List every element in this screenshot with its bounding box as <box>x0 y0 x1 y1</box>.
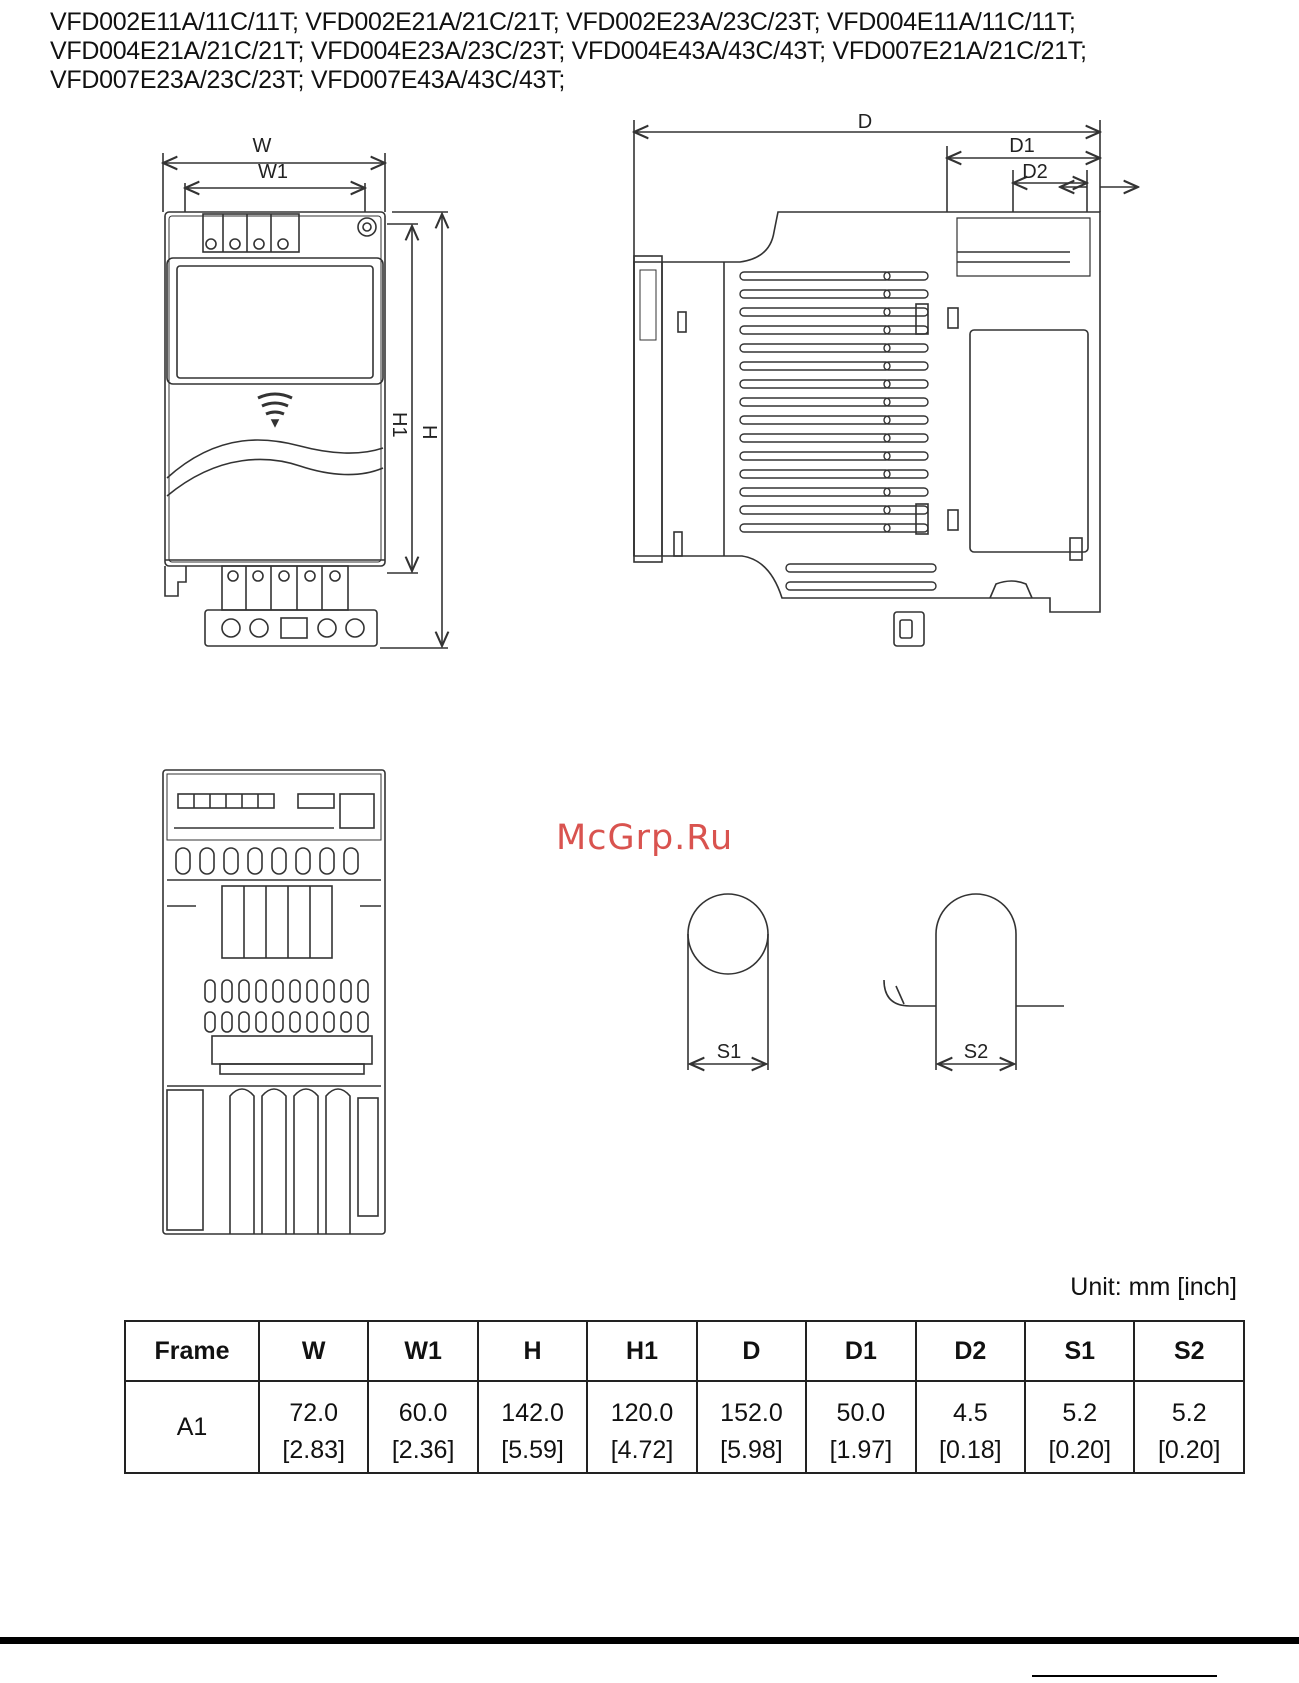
slot-detail <box>687 893 1064 1070</box>
dim-label-w1: W1 <box>258 161 288 183</box>
dim-label-s2: S2 <box>964 1041 988 1063</box>
table-header-row: Frame W W1 H H1 D D1 D2 S1 S2 <box>124 1320 1245 1382</box>
model-list: VFD002E11A/11C/11T; VFD002E21A/21C/21T; … <box>50 8 1250 95</box>
mm-cell: 152.0 <box>695 1380 808 1428</box>
inch-cell: [5.98] <box>695 1428 808 1474</box>
inch-cell: [0.20] <box>1024 1428 1136 1474</box>
header-w: W <box>257 1320 370 1382</box>
dim-label-w: W <box>253 135 272 157</box>
side-view <box>634 120 1138 647</box>
watermark: McGrp.Ru <box>556 818 734 858</box>
bottom-view <box>162 769 386 1235</box>
header-s2: S2 <box>1133 1320 1245 1382</box>
dim-label-d2: D2 <box>1022 161 1048 183</box>
inch-cell: [2.36] <box>367 1428 479 1474</box>
mm-cell: 120.0 <box>586 1380 698 1428</box>
dim-label-d: D <box>858 111 872 133</box>
model-line: VFD004E21A/21C/21T; VFD004E23A/23C/23T; … <box>50 37 1087 65</box>
front-view <box>163 153 448 649</box>
page-tab-rule <box>1032 1675 1217 1677</box>
mm-cell: 72.0 <box>257 1380 370 1428</box>
dimension-table: Frame W W1 H H1 D D1 D2 S1 S2 A1 72.0 60… <box>124 1320 1245 1474</box>
header-d2: D2 <box>914 1320 1027 1382</box>
header-h: H <box>476 1320 589 1382</box>
mm-cell: 5.2 <box>1133 1380 1245 1428</box>
model-line: VFD002E11A/11C/11T; VFD002E21A/21C/21T; … <box>50 8 1076 36</box>
footer-rule <box>0 1637 1299 1644</box>
dim-label-s1: S1 <box>717 1041 741 1063</box>
unit-note: Unit: mm [inch] <box>1070 1273 1237 1301</box>
inch-cell: [5.59] <box>476 1428 589 1474</box>
table-row: [2.83] [2.36] [5.59] [4.72] [5.98] [1.97… <box>125 1428 1245 1474</box>
inch-cell: [1.97] <box>805 1428 917 1474</box>
inch-cell: [4.72] <box>586 1428 698 1474</box>
dim-label-d1: D1 <box>1009 135 1035 157</box>
header-w1: W1 <box>367 1320 479 1382</box>
mm-cell: 60.0 <box>367 1380 479 1428</box>
model-line: VFD007E23A/23C/23T; VFD007E43A/43C/43T; <box>50 66 565 94</box>
frame-cell: A1 <box>124 1380 260 1474</box>
header-d1: D1 <box>805 1320 917 1382</box>
header-d: D <box>695 1320 808 1382</box>
mm-cell: 5.2 <box>1024 1380 1136 1428</box>
mm-cell: 4.5 <box>914 1380 1027 1428</box>
header-h1: H1 <box>586 1320 698 1382</box>
inch-cell: [0.20] <box>1133 1428 1245 1474</box>
inch-cell: [0.18] <box>914 1428 1027 1474</box>
mm-cell: 50.0 <box>805 1380 917 1428</box>
inch-cell: [2.83] <box>257 1428 370 1474</box>
header-frame: Frame <box>124 1320 260 1382</box>
dim-label-h: H <box>418 425 440 439</box>
table-row: A1 72.0 60.0 142.0 120.0 152.0 50.0 4.5 … <box>124 1380 1245 1474</box>
mm-cell: 142.0 <box>476 1380 589 1428</box>
dim-label-h1: H1 <box>388 412 410 438</box>
header-s1: S1 <box>1024 1320 1136 1382</box>
